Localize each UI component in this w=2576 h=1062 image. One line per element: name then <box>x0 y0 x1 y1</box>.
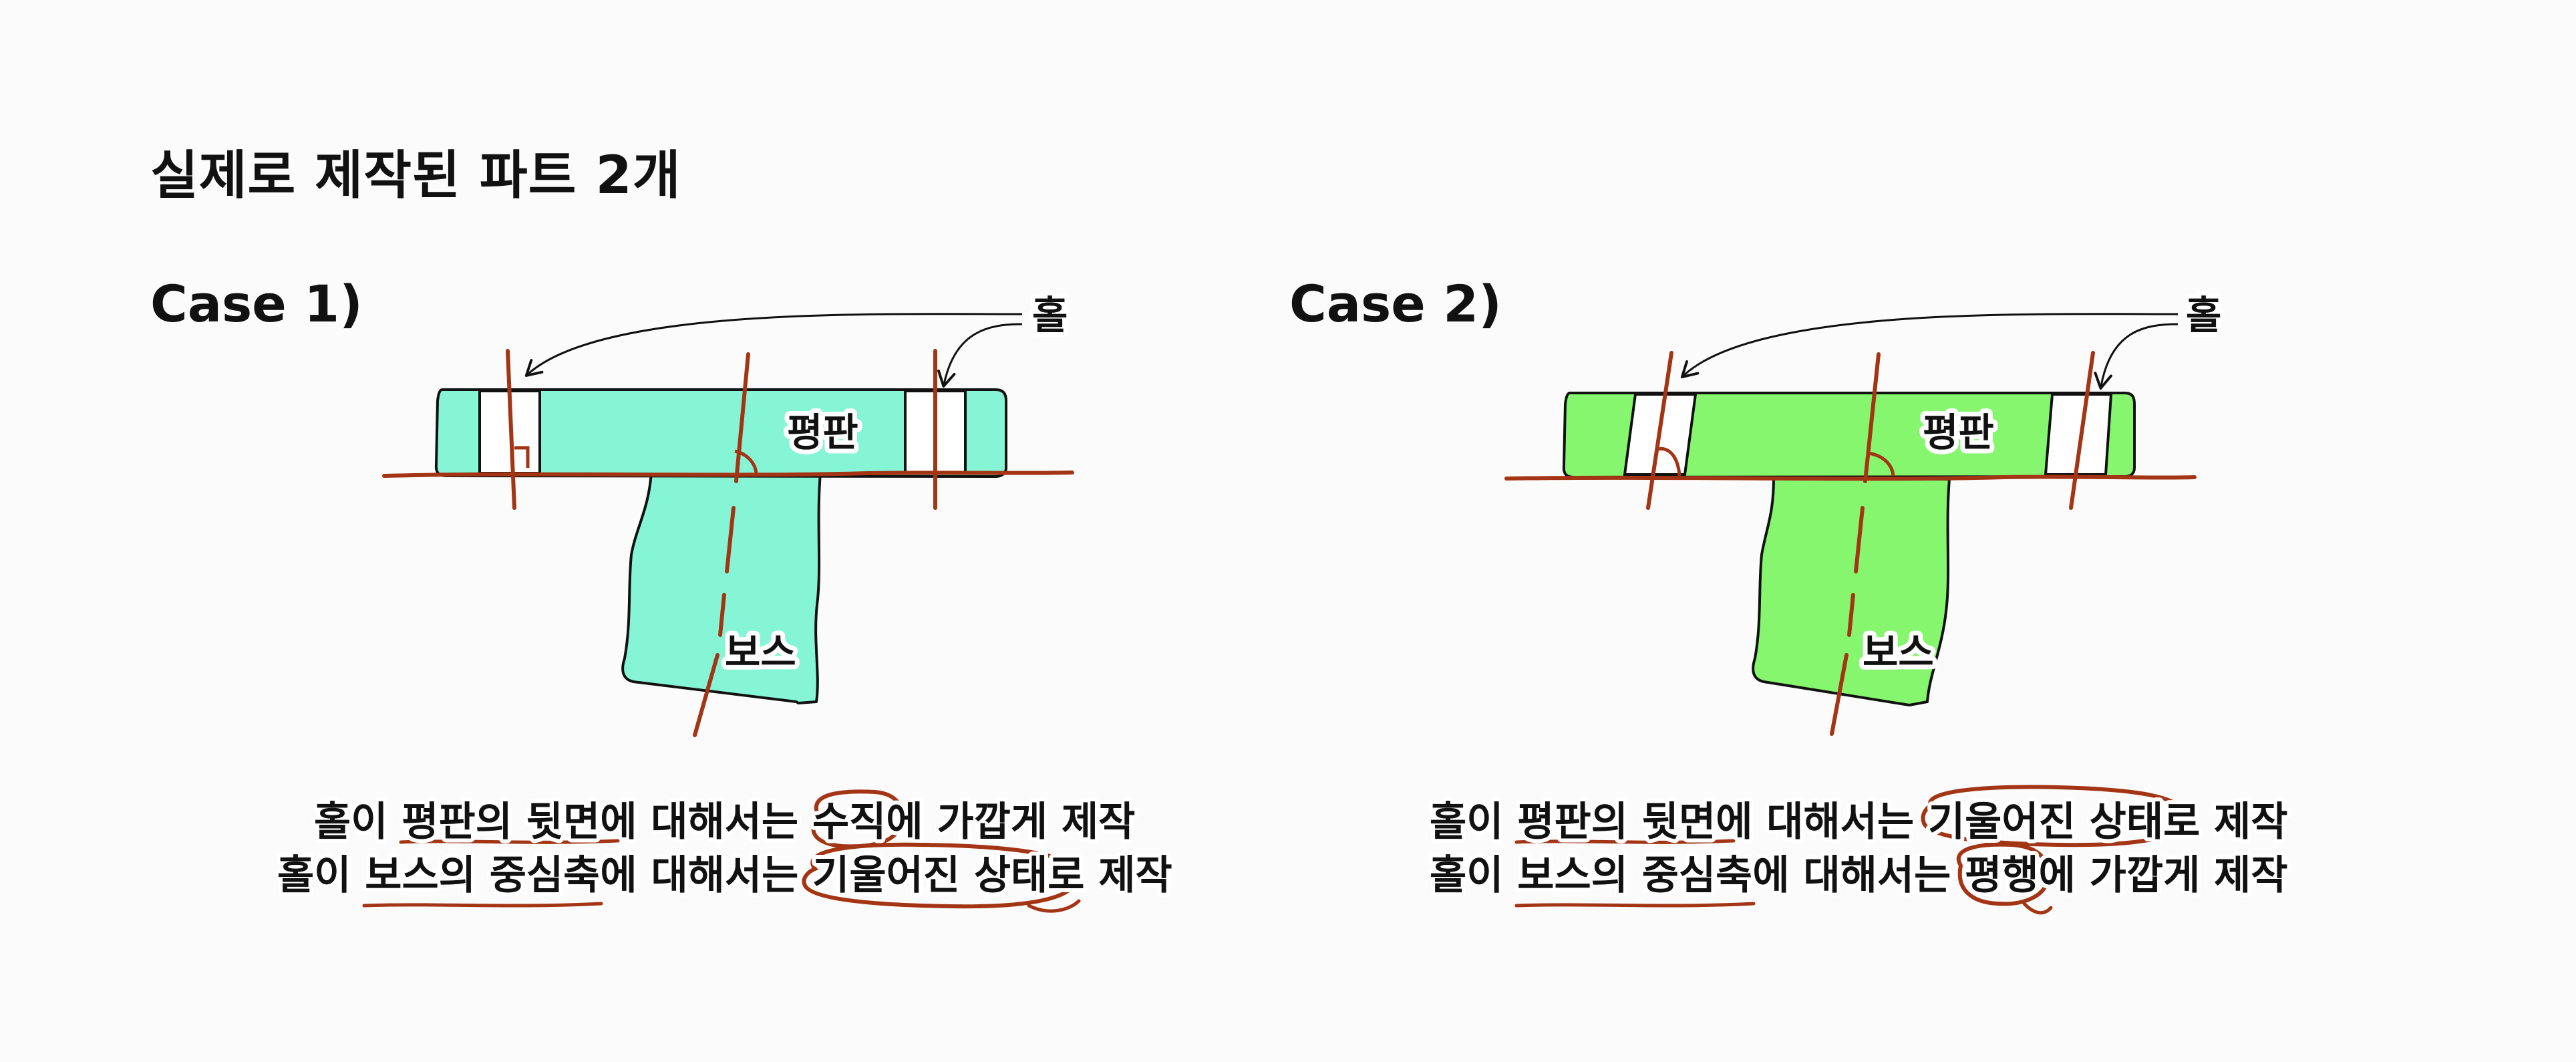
case1-angle-mark-left <box>514 446 530 468</box>
case1-angle-mark-center <box>734 449 758 474</box>
case2-caption-line2: 홀이 보스의 중심축에 대해서는 평행에 가깝게 제작 <box>1430 852 2288 899</box>
case1-hole-axis-left <box>506 349 516 510</box>
case2-hole-right <box>2044 393 2113 476</box>
case2-angle-mark-center <box>1867 451 1895 477</box>
case2-line1-underline <box>1514 839 1736 844</box>
case2-angle-mark-left <box>1656 446 1681 477</box>
case1-line1-underline <box>399 839 620 844</box>
case1-line2-underline <box>362 902 603 908</box>
case2-line2-circle-tail <box>2022 902 2053 915</box>
case2-hole-label: 홀 <box>2186 293 2221 338</box>
case1-arrow-to-right-hole <box>937 323 1023 388</box>
case2-arrow-to-left-hole <box>1680 313 2179 378</box>
case1-hole-label: 홀 <box>1032 293 1068 338</box>
page-title: 실제로 제작된 파트 2개 <box>150 146 681 206</box>
case1-line1-circle <box>811 789 905 849</box>
case2-boss-label: 보스 <box>1863 630 1934 675</box>
case2-hole-axis-right <box>2069 351 2095 510</box>
case1-captions: 홀이 평판의 뒷면에 대해서는 수직에 가깝게 제작 홀이 보스의 중심축에 대… <box>273 789 1176 913</box>
case1-boss-label: 보스 <box>725 630 796 675</box>
case1-line2-circle <box>802 842 1080 909</box>
case2-plate-label: 평판 <box>1923 410 1994 455</box>
case1-plate <box>434 388 1007 478</box>
case1-boss <box>621 470 822 704</box>
case1-plate-label: 평판 <box>787 410 858 455</box>
case2-line2-underline <box>1514 902 1756 908</box>
case2-captions: 홀이 평판의 뒷면에 대해서는 기울어진 상태로 제작 홀이 보스의 중심축에 … <box>1426 785 2292 915</box>
case1-caption-line1: 홀이 평판의 뒷면에 대해서는 수직에 가깝게 제작 <box>314 799 1135 845</box>
case2-caption-line1: 홀이 평판의 뒷면에 대해서는 기울어진 상태로 제작 <box>1430 799 2288 845</box>
case1-boss-axis <box>693 352 750 737</box>
case2-boss <box>1752 477 1951 706</box>
case2-hole-axis-left <box>1646 351 1673 510</box>
case1-diagram: 홀 평판 보스 <box>382 288 1074 737</box>
case2-line1-circle <box>1921 785 2189 847</box>
case1-arrow-to-left-hole <box>524 313 1023 377</box>
case2-diagram: 홀 평판 보스 <box>1504 288 2226 736</box>
case1-label: Case 1) <box>150 274 363 334</box>
case1-caption-line2: 홀이 보스의 중심축에 대해서는 기울어진 상태로 제작 <box>277 852 1172 899</box>
case2-arrow-to-right-hole <box>2094 323 2179 390</box>
case2-label: Case 2) <box>1289 274 1502 334</box>
case2-line2-circle <box>1957 842 2051 906</box>
case2-plate-back-line <box>1504 475 2197 481</box>
case1-line2-circle-tail <box>1027 899 1081 913</box>
case2-boss-axis <box>1830 352 1881 736</box>
